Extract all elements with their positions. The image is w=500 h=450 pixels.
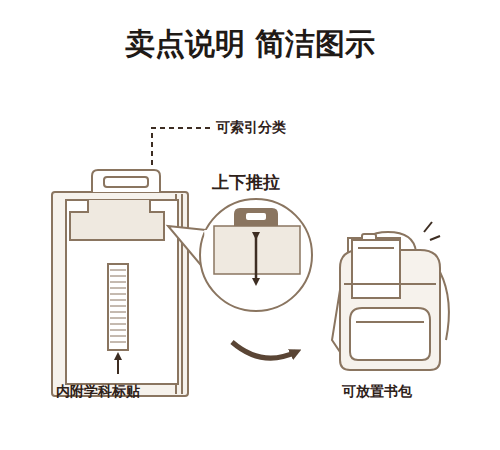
attention-marks — [424, 222, 440, 240]
stripe — [110, 282, 126, 283]
file-bag — [52, 170, 188, 396]
backpack — [332, 232, 449, 370]
sticker-stripes — [110, 270, 126, 342]
stripe — [110, 276, 126, 277]
stripe — [110, 288, 126, 289]
feature-label: 上下推拉 — [212, 172, 280, 192]
stripe — [110, 342, 126, 343]
feature-label: 可索引分类 — [216, 119, 286, 136]
stripe — [110, 270, 126, 271]
stripe — [110, 306, 126, 307]
diagram-title: 卖点说明 简洁图示 — [0, 26, 500, 62]
transition-arrow — [232, 342, 296, 358]
stripe — [110, 330, 126, 331]
stripe — [110, 318, 126, 319]
stripe — [110, 300, 126, 301]
stripe — [110, 336, 126, 337]
feature-label: 可放置书包 — [342, 383, 412, 400]
magnifier — [168, 199, 312, 311]
feature-label: 内附学科标贴 — [56, 383, 140, 400]
stripe — [110, 324, 126, 325]
leader-line — [117, 356, 119, 374]
stripe — [110, 312, 126, 313]
stripe — [110, 294, 126, 295]
